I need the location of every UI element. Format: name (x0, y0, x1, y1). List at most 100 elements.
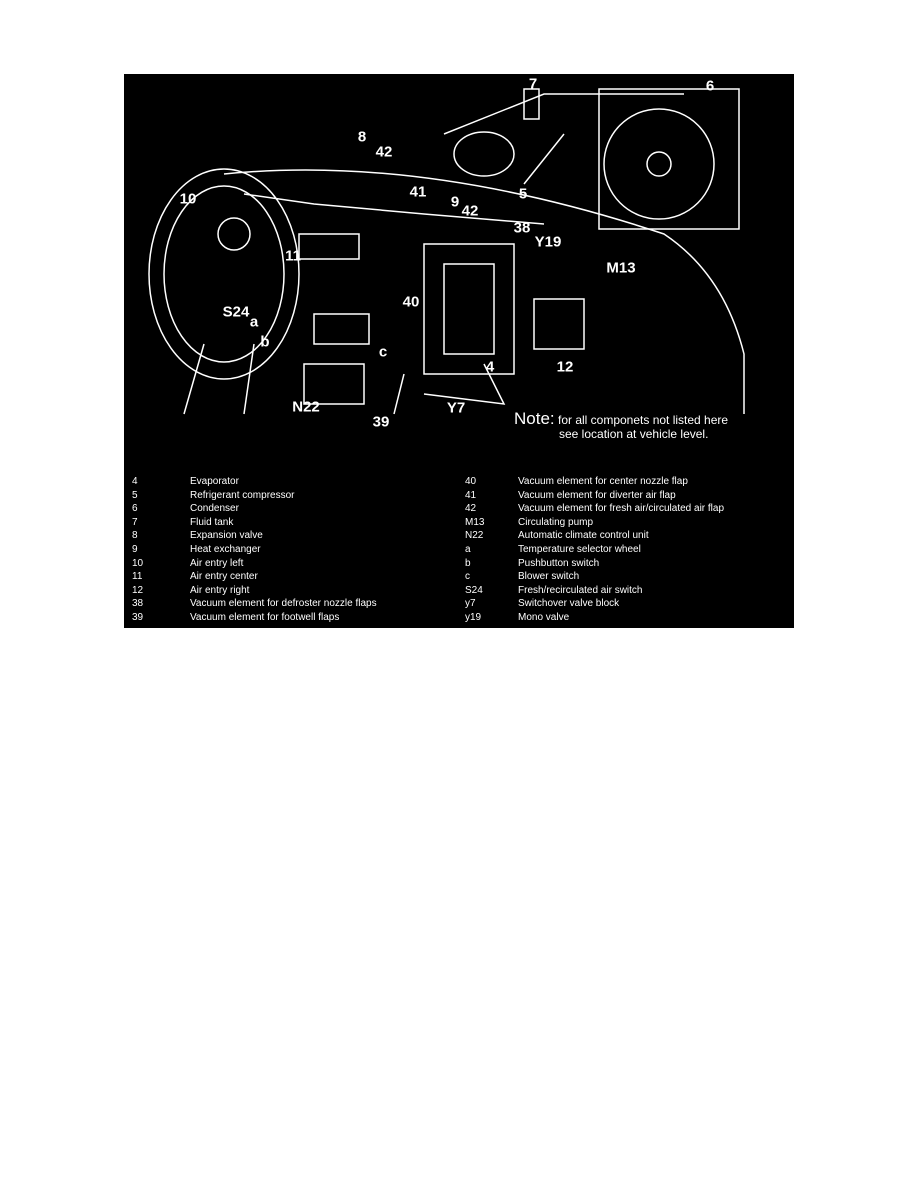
fluid-tank (523, 88, 540, 120)
legend-label: Automatic climate control unit (518, 530, 649, 542)
legend-id: y19 (465, 611, 482, 623)
callout-41: 41 (409, 183, 427, 201)
legend-label: Expansion valve (190, 530, 263, 542)
legend-row: 7 Fluid tank (132, 516, 452, 530)
legend-row: 39 Vacuum element for footwell flaps (132, 611, 452, 625)
legend-id: 11 (132, 571, 143, 583)
air-vent-right (533, 298, 585, 350)
legend-id: S24 (465, 584, 483, 596)
legend-id: 9 (132, 543, 138, 555)
legend-id: 39 (132, 611, 144, 623)
callout-5: 5 (518, 185, 528, 203)
legend-id: M13 (465, 516, 485, 528)
callout-40: 40 (402, 293, 420, 311)
legend-label: Vacuum element for footwell flaps (190, 611, 340, 623)
hvac-unit (423, 243, 515, 375)
legend-row: S24 Fresh/recirculated air switch (465, 584, 785, 598)
condenser (598, 88, 740, 230)
legend-row: 10 Air entry left (132, 557, 452, 571)
legend-left: 4 Evaporator 5 Refrigerant compressor 6 Conde… (132, 475, 452, 625)
callout-4: 4 (485, 358, 495, 376)
legend-id: N22 (465, 530, 484, 542)
legend-id: 41 (465, 489, 477, 501)
legend-row: 9 Heat exchanger (132, 543, 452, 557)
legend-id: 7 (132, 516, 138, 528)
callout-c: c (378, 343, 388, 361)
note-line-1: for all componets not listed here (557, 413, 729, 427)
legend-row: 41 Vacuum element for diverter air flap (465, 489, 785, 503)
legend-label: Air entry right (190, 584, 250, 596)
legend-label: Circulating pump (518, 516, 594, 528)
callout-12: 12 (556, 358, 574, 376)
callout-m13: M13 (606, 259, 636, 277)
legend-label: Air entry left (190, 557, 244, 569)
legend-label: Evaporator (190, 476, 239, 487)
legend-row: 5 Refrigerant compressor (132, 489, 452, 503)
fan (603, 108, 715, 220)
legend-id: 4 (132, 476, 138, 487)
callout-38: 38 (513, 219, 531, 237)
legend-row: 4 Evaporator (132, 475, 452, 489)
legend-label: Vacuum element for center nozzle flap (518, 476, 688, 487)
legend-row: 8 Expansion valve (132, 529, 452, 543)
legend-id: 12 (132, 584, 144, 596)
legend-id: 10 (132, 557, 144, 569)
callout-11: 11 (285, 247, 301, 265)
callout-9: 9 (450, 193, 460, 211)
legend-label: Fresh/recirculated air switch (518, 584, 643, 596)
callout-42: 42 (375, 143, 393, 161)
legend-id: y7 (465, 598, 476, 610)
compressor (453, 131, 515, 177)
legend-row: y19 Mono valve (465, 611, 785, 625)
legend-label: Fluid tank (190, 516, 234, 528)
legend-label: Vacuum element for diverter air flap (518, 489, 676, 501)
legend-row: 38 Vacuum element for defroster nozzle fl… (132, 597, 452, 611)
callout-6: 6 (705, 77, 715, 95)
callout-7: 7 (528, 75, 538, 93)
legend-row: 6 Condenser (132, 502, 452, 516)
legend-label: Mono valve (518, 611, 570, 623)
legend-id: 5 (132, 489, 138, 501)
legend-label: Blower switch (518, 571, 580, 583)
legend-id: 42 (465, 503, 477, 515)
legend-row: 11 Air entry center (132, 570, 452, 584)
legend-label: Switchover valve block (518, 598, 620, 610)
steering-wheel (148, 168, 300, 380)
legend-id: b (465, 557, 471, 569)
legend-row: y7 Switchover valve block (465, 597, 785, 611)
dashboard-outline (223, 169, 745, 414)
legend-label: Refrigerant compressor (190, 489, 295, 501)
legend-label: Air entry center (190, 571, 258, 583)
callout-y7: Y7 (446, 399, 466, 417)
legend-id: 8 (132, 530, 138, 542)
legend-id: a (465, 543, 471, 555)
callout-b: b (260, 333, 270, 351)
legend-row: 12 Air entry right (132, 584, 452, 598)
legend-id: c (465, 571, 470, 583)
legend-id: 38 (132, 598, 144, 610)
callout-n22: N22 (292, 398, 320, 416)
legend-label: Temperature selector wheel (518, 543, 641, 555)
callout-a: a (249, 313, 259, 331)
legend-row: a Temperature selector wheel (465, 543, 785, 557)
callout-y19: Y19 (534, 233, 562, 251)
callout-8: 8 (357, 128, 367, 146)
callout-42b: 42 (461, 202, 479, 220)
diagram-panel: 7 6 8 42 10 41 9 5 42 38 Y19 M13 11 40 S… (124, 74, 794, 628)
legend-row: c Blower switch (465, 570, 785, 584)
legend-label: Condenser (190, 503, 239, 515)
legend-id: 6 (132, 503, 138, 515)
legend-label: Vacuum element for defroster nozzle flap… (190, 598, 377, 610)
legend-label: Vacuum element for fresh air/circulated … (518, 503, 725, 515)
legend-label: Pushbutton switch (518, 557, 600, 569)
climate-system-illustration (148, 88, 745, 415)
note-line-2: see location at vehicle level. (559, 427, 709, 441)
legend-row: 42 Vacuum element for fresh air/circulate… (465, 502, 785, 516)
legend-row: b Pushbutton switch (465, 557, 785, 571)
legend-row: M13 Circulating pump (465, 516, 785, 530)
note-label: Note: (514, 409, 555, 428)
legend-row: N22 Automatic climate control unit (465, 529, 785, 543)
legend-label: Heat exchanger (190, 543, 261, 555)
